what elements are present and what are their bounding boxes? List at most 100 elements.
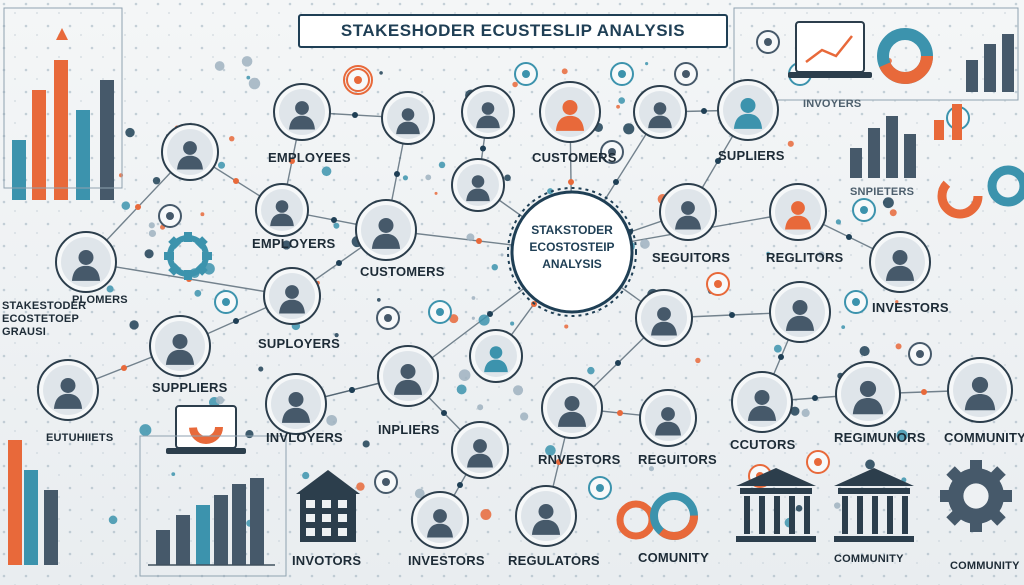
accent-dot — [520, 412, 529, 421]
stakeholder-node — [37, 359, 99, 421]
label-regultors: REGLITORS — [766, 250, 844, 265]
accent-dot — [818, 251, 825, 258]
label-supliers-top: SUPLIERS — [718, 148, 785, 163]
building-window — [338, 514, 347, 522]
bank-building-icon-base — [736, 536, 816, 542]
stakeholder-node — [377, 345, 439, 407]
connection-dot — [349, 387, 355, 393]
stakeholder-node — [869, 231, 931, 293]
accent-dot — [882, 197, 894, 209]
connection-dot — [476, 238, 482, 244]
bar-chart-icon — [232, 484, 246, 565]
label-comunity-bottom: COMUNITY — [638, 550, 709, 565]
accent-dot — [480, 509, 492, 521]
bank-building-icon-column — [789, 496, 795, 534]
accent-dot — [896, 429, 908, 442]
building-window — [338, 528, 347, 536]
stakeholder-node — [635, 289, 693, 347]
accent-dot — [616, 104, 620, 109]
label-employers: EMPLOYERS — [252, 236, 336, 251]
bank-building-icon-column — [902, 496, 908, 534]
bank-building-icon-column — [842, 496, 848, 534]
accent-dot — [835, 219, 842, 225]
badge-icon-core — [916, 350, 924, 358]
accent-dot — [841, 325, 846, 330]
label-invotors: INVOTORS — [292, 553, 362, 568]
accent-dot — [215, 396, 225, 405]
connection-dot — [617, 410, 623, 416]
accent-dot — [214, 61, 225, 71]
connection-dot — [556, 459, 562, 465]
accent-dot — [171, 472, 176, 476]
accent-dot — [449, 314, 459, 324]
center-hub-label: STAKSTODER ECOSTOSTEIP ANALYSIS — [514, 222, 630, 273]
stakeholder-node — [769, 281, 831, 343]
accent-dot — [889, 209, 897, 217]
building-window — [322, 514, 331, 522]
label-left-block: STAKESTODER ECOSTETOEP GRAUSI — [2, 300, 86, 339]
bank-building-icon-column — [774, 496, 780, 534]
accent-dot — [200, 212, 205, 217]
label-employees: EMPLOYEES — [268, 150, 351, 165]
building-window — [322, 528, 331, 536]
label-invoyers-top: INVOYERS — [803, 98, 862, 110]
badge-icon-core — [382, 478, 390, 486]
center-line-2: ECOSTOSTEIP — [529, 240, 615, 254]
accent-dot — [561, 68, 568, 75]
accent-dot — [640, 239, 650, 249]
accent-dot — [547, 188, 554, 195]
center-line-1: STAKSTODER — [531, 223, 613, 237]
stakeholder-node — [541, 377, 603, 439]
stakeholder-node — [263, 267, 321, 325]
laptop-base — [788, 72, 872, 78]
accent-dot — [258, 366, 264, 372]
bar-chart-icon — [44, 490, 58, 565]
badge-icon-core — [384, 314, 392, 322]
panel-frame — [3, 7, 123, 189]
accent-dot — [790, 406, 800, 416]
label-snpieters: SNPIETERS — [850, 186, 915, 198]
panel-frame — [733, 7, 1019, 101]
accent-dot — [334, 333, 339, 338]
accent-dot — [648, 466, 654, 472]
connection-dot — [846, 234, 852, 240]
accent-dot — [379, 71, 383, 75]
label-customers-top: CUSTOMERS — [532, 150, 617, 165]
label-community-b2: COMMUNITY — [834, 553, 904, 565]
accent-dot — [248, 77, 261, 90]
badge-icon-core — [436, 308, 444, 316]
accent-dot — [895, 300, 899, 304]
stakeholder-node — [469, 329, 523, 383]
badge-icon-core — [714, 280, 722, 288]
stakeholder-node — [769, 183, 827, 241]
label-rnvestors: RNVESTORS — [538, 452, 621, 467]
connection-dot — [135, 204, 141, 210]
stakeholder-node — [381, 91, 435, 145]
connection-dot — [480, 145, 486, 152]
accent-dot — [229, 135, 235, 142]
bar-chart-icon — [8, 440, 22, 565]
accent-dot — [801, 408, 810, 418]
stakeholder-node — [451, 421, 509, 479]
stakeholder-node — [731, 371, 793, 433]
target-icon — [343, 65, 373, 95]
connection-dot — [812, 395, 818, 401]
stakeholder-node — [265, 373, 327, 435]
connection-dot — [701, 108, 707, 114]
left-block-line-1: STAKESTODER — [2, 300, 87, 312]
accent-dot — [645, 62, 649, 66]
accent-dot — [333, 222, 340, 229]
connection-dot — [487, 311, 493, 317]
badge-icon-core — [618, 70, 626, 78]
bar-chart-icon — [966, 60, 978, 92]
bar-chart-icon — [984, 44, 996, 92]
badge-icon-core — [166, 212, 174, 220]
stakeholder-node — [717, 79, 779, 141]
accent-dot — [466, 233, 475, 242]
connection-dot — [336, 260, 342, 266]
stakeholder-node — [451, 158, 505, 212]
bank-building-icon-column — [759, 496, 765, 534]
hub-outer-ring — [507, 187, 637, 317]
bar-chart-icon — [12, 140, 26, 200]
panel-frame — [139, 435, 287, 577]
